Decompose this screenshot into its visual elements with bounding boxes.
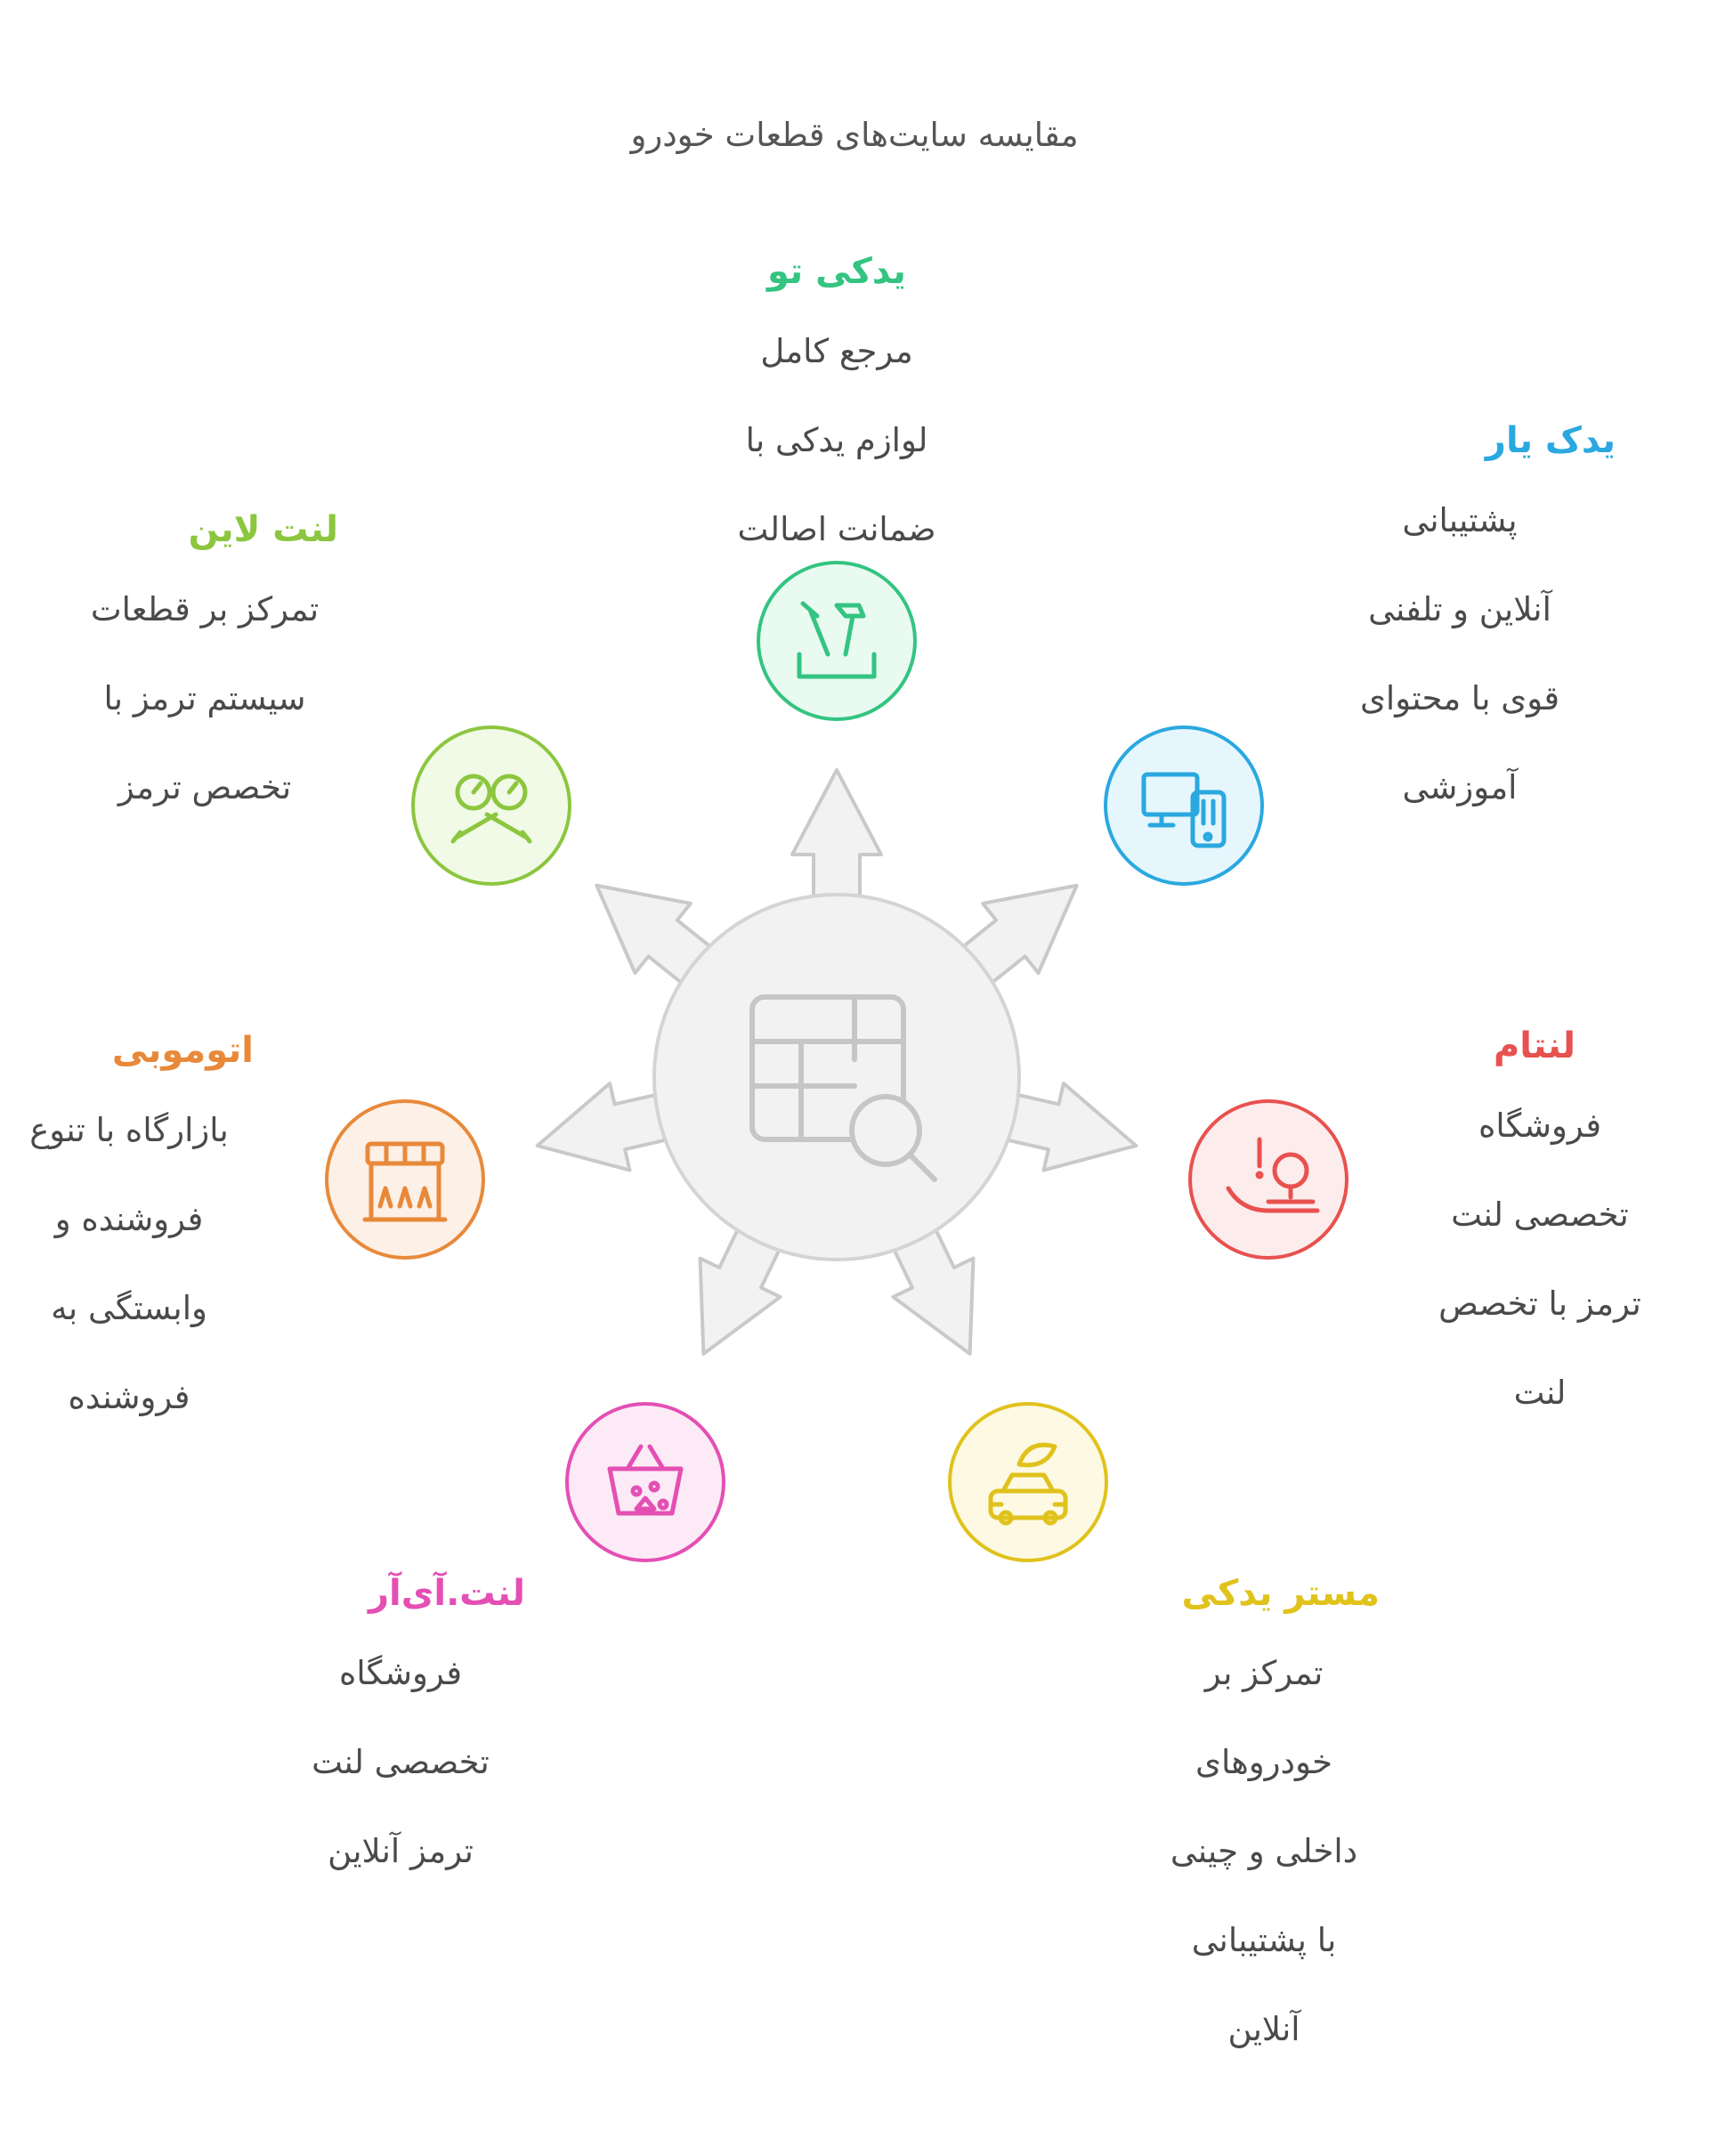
site-name: مستر یدکی (1181, 1573, 1380, 1614)
description-line: تخصصی لنت (1451, 1196, 1629, 1234)
description-line: لنت (1513, 1374, 1567, 1412)
description-line: پشتیبانی (1402, 501, 1518, 539)
devices-icon (1104, 725, 1264, 886)
site-name: یدک یار (1485, 420, 1616, 461)
description-line: بازارگاه با تنوع (29, 1111, 229, 1149)
description-line: لوازم یدکی با (745, 421, 928, 459)
wrench-gauge-icon (411, 725, 571, 886)
label-block-yadak-yar: یدک یار پشتیبانی آنلاین و تلفنی قوی با م… (1300, 414, 1620, 832)
description-line: وابستگی به (51, 1289, 207, 1327)
description-line: داخلی و چینی (1170, 1832, 1358, 1870)
site-name: یدکی تو (767, 251, 906, 292)
car-icon (948, 1402, 1108, 1562)
description-line: فروشنده و (54, 1200, 204, 1238)
label-block-master-yadaki: مستر یدکی تمرکز بر خودروهای داخلی و چینی… (1113, 1567, 1415, 2074)
description-line: فروشنده (68, 1378, 190, 1416)
hub-circle (652, 893, 1021, 1261)
label-block-lentam: لنتام فروشگاه تخصصی لنت ترمز با تخصص لنت (1389, 1019, 1691, 1438)
description-line: مرجع کامل (760, 332, 913, 370)
description-line: فروشگاه (1478, 1106, 1602, 1145)
description-line: ضمانت اصالت (737, 510, 936, 548)
description-line: ترمز با تخصص (1438, 1285, 1641, 1323)
description-line: آنلاین (1227, 2010, 1300, 2048)
tools-icon (757, 561, 917, 721)
label-block-lent-ir: لنت.آی‌آر فروشگاه تخصصی لنت ترمز آنلاین (258, 1567, 543, 1896)
site-name: اتوموبی (111, 1030, 254, 1071)
description-line: آنلاین و تلفنی (1368, 590, 1551, 628)
site-name: لنت.آی‌آر (369, 1573, 525, 1614)
description-line: سیستم ترمز با (103, 679, 306, 717)
description-line: تمرکز بر قطعات (90, 590, 320, 628)
description-line: تخصص ترمز (117, 768, 292, 806)
site-name: لنت لاین (188, 509, 338, 550)
description-line: با پشتیبانی (1191, 1921, 1337, 1959)
brake-alert-icon (1188, 1099, 1349, 1260)
description-line: تخصصی لنت (312, 1743, 490, 1781)
site-name: لنتام (1493, 1025, 1575, 1066)
basket-icon (565, 1402, 725, 1562)
description-line: خودروهای (1195, 1743, 1332, 1781)
label-block-automobi: اتوموبی بازارگاه با تنوع فروشنده و وابست… (0, 1024, 258, 1442)
label-block-lent-line: لنت لاین تمرکز بر قطعات سیستم ترمز با تخ… (53, 503, 356, 832)
description-line: آموزشی (1402, 768, 1518, 806)
description-line: فروشگاه (338, 1654, 463, 1692)
description-line: تمرکز بر (1204, 1654, 1324, 1692)
label-block-yadaki-to: یدکی تو مرجع کامل لوازم یدکی با ضمانت اص… (676, 245, 997, 574)
description-line: قوی با محتوای (1359, 679, 1560, 717)
market-icon (325, 1099, 485, 1260)
table-search-icon (749, 994, 937, 1182)
description-line: ترمز آنلاین (328, 1832, 474, 1870)
page-title: مقایسه سایت‌های قطعات خودرو (630, 116, 1079, 154)
